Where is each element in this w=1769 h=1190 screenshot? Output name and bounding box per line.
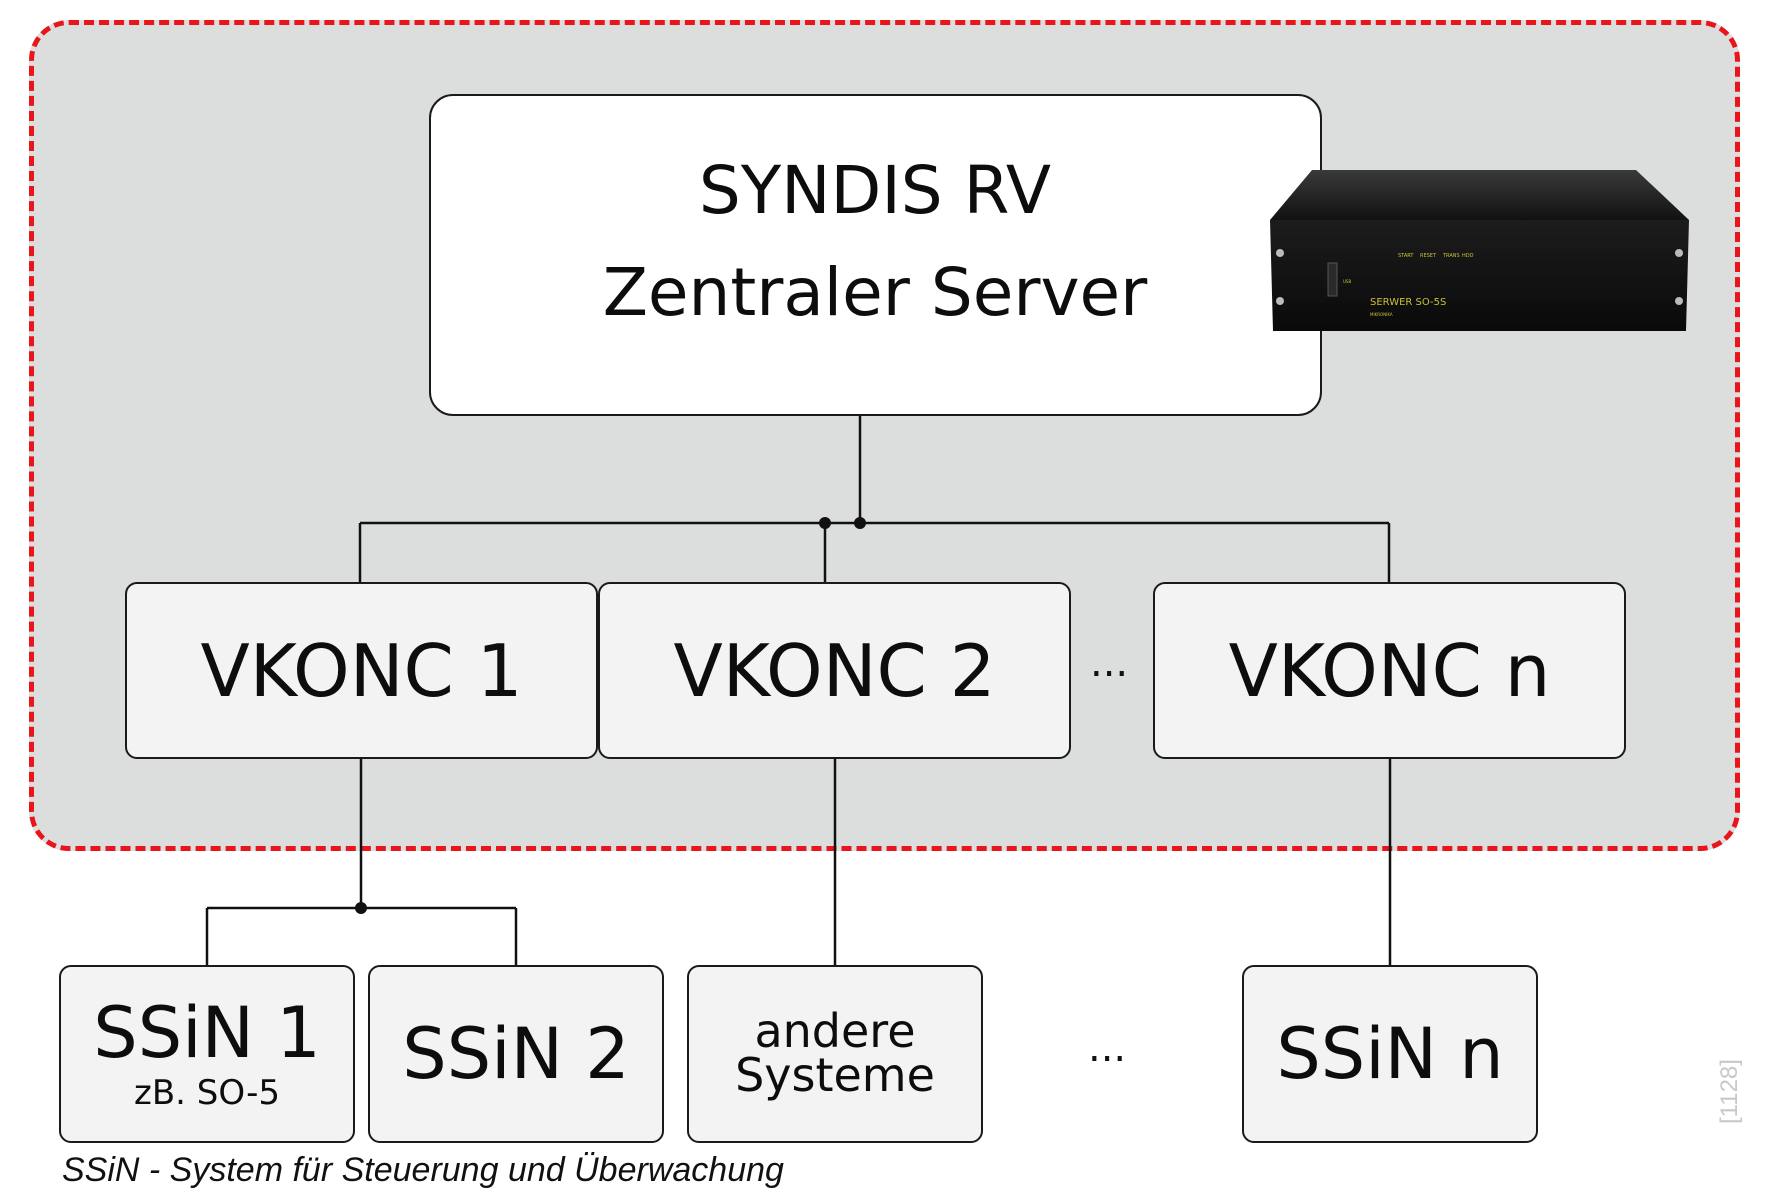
ssin-1-box: SSiN 1 zB. SO-5 [59, 965, 355, 1143]
junction-dot [854, 517, 866, 529]
device-led-label: START [1398, 253, 1414, 259]
other-systems-box: andere Systeme [687, 965, 983, 1143]
ssin-n-label: SSiN n [1276, 1013, 1504, 1095]
vkonc-1-label: VKONC 1 [200, 628, 523, 713]
vkonc-n-box: VKONC n [1153, 582, 1626, 759]
vkonc-n-label: VKONC n [1228, 628, 1551, 713]
server-title-line1: SYNDIS RV [698, 152, 1052, 229]
ssin-1-label: SSiN 1 [93, 992, 321, 1074]
device-led-label: TRANS [1442, 253, 1460, 259]
reference-number: [1128] [1716, 1059, 1743, 1124]
vkonc-2-box: VKONC 2 [598, 582, 1071, 759]
device-maker-label: MIKRONIKA [1370, 312, 1393, 317]
device-led-label: HDD [1462, 253, 1474, 259]
server-title-line2: Zentraler Server [602, 254, 1148, 331]
vkonc-2-label: VKONC 2 [673, 628, 996, 713]
footnote: SSiN - System für Steuerung und Überwach… [62, 1151, 784, 1189]
subsystem-ellipsis: ... [1088, 1025, 1127, 1071]
other-systems-label-line1: andere [754, 1004, 916, 1059]
ssin-2-label: SSiN 2 [402, 1013, 630, 1095]
junction-dot [819, 517, 831, 529]
server-rack-image: USB START RESET TRANS HDD SERWER SO-5S M… [1270, 170, 1689, 331]
device-led-label: RESET [1420, 253, 1437, 259]
device-port-label: USB [1343, 279, 1351, 284]
ssin-1-sublabel: zB. SO-5 [134, 1073, 280, 1113]
vkonc-1-box: VKONC 1 [125, 582, 598, 759]
central-server-box: SYNDIS RV Zentraler Server [429, 94, 1322, 416]
device-model-label: SERWER SO-5S [1370, 297, 1446, 308]
junction-dot [355, 902, 367, 914]
other-systems-label-line2: Systeme [735, 1048, 935, 1102]
concentrator-ellipsis: ... [1090, 640, 1129, 686]
ssin-2-box: SSiN 2 [368, 965, 664, 1143]
ssin-n-box: SSiN n [1242, 965, 1538, 1143]
